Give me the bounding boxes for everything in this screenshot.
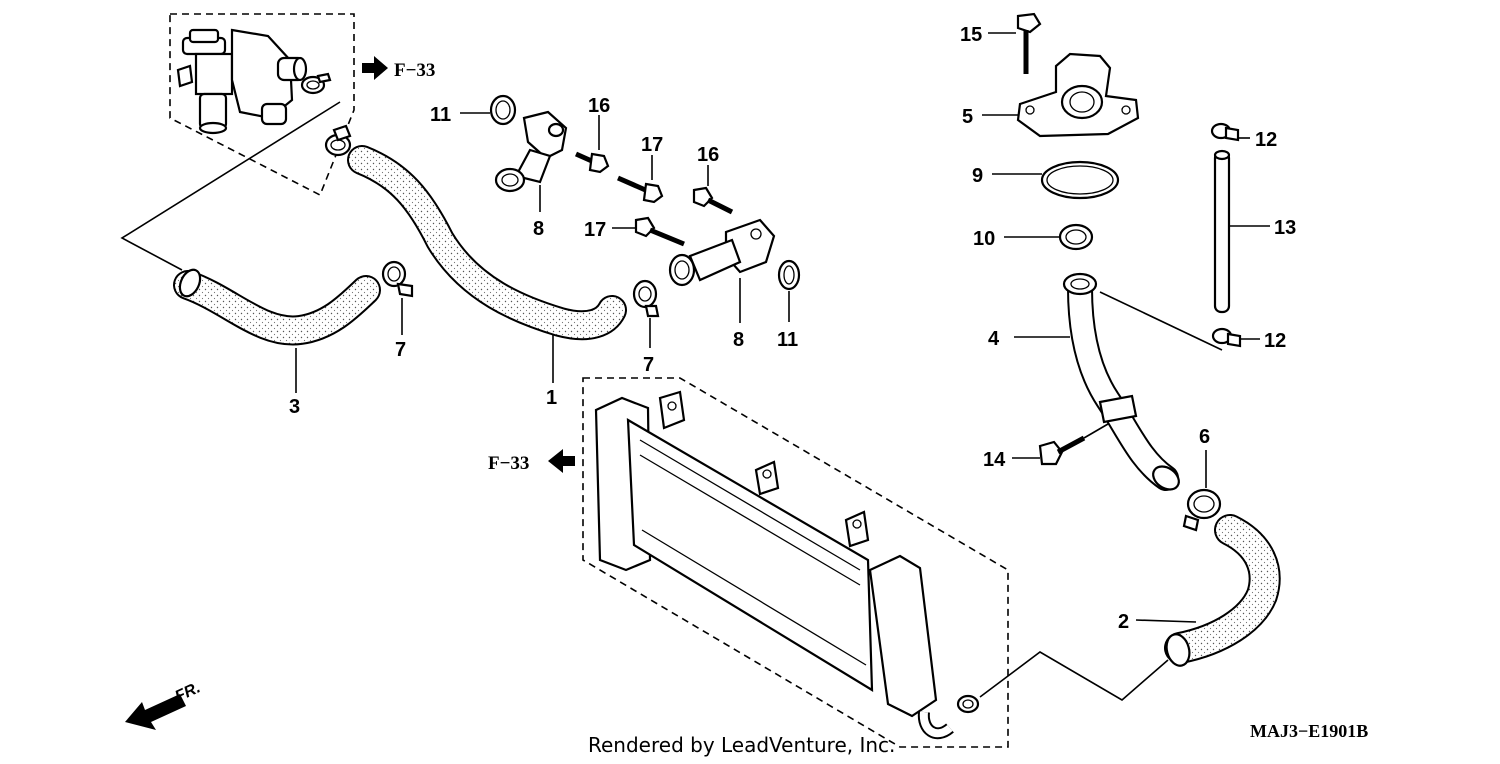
- filler-neck-group[interactable]: [169, 13, 355, 197]
- ref-arrow-mid: F−33: [488, 449, 575, 474]
- rendered-by-credit: Rendered by LeadVenture, Inc.: [588, 733, 895, 757]
- hose-1[interactable]: [347, 145, 627, 341]
- callout-7-left: 7: [395, 339, 406, 361]
- front-direction-arrow: FR.: [125, 679, 203, 730]
- callout-1: 1: [546, 387, 557, 409]
- callout-14: 14: [983, 449, 1006, 471]
- callout-8-lower: 8: [733, 329, 744, 351]
- callout-16-lower: 16: [697, 144, 719, 166]
- reference-label-top: F−33: [394, 60, 435, 81]
- callout-9: 9: [972, 165, 983, 187]
- hose-clamp-12-top[interactable]: [1210, 122, 1240, 142]
- callout-15: 15: [960, 24, 982, 46]
- o-ring-11-top[interactable]: [489, 94, 517, 126]
- callout-5: 5: [962, 106, 973, 128]
- callout-17-lower: 17: [584, 219, 606, 241]
- ref-arrow-top: F−33: [362, 56, 435, 81]
- callout-2: 2: [1118, 611, 1129, 633]
- callout-3: 3: [289, 396, 300, 418]
- gasket-9[interactable]: [1040, 160, 1120, 200]
- hose-clamp-7-left[interactable]: [381, 260, 414, 298]
- water-pipe-fitting-8-lower[interactable]: [668, 218, 776, 287]
- callout-8-upper: 8: [533, 218, 544, 240]
- hose-clamp-7-mid[interactable]: [632, 279, 660, 318]
- callout-12-top: 12: [1255, 129, 1277, 151]
- hose-clamp-6[interactable]: [1182, 488, 1222, 532]
- hose-clamp-12-bottom[interactable]: [1211, 327, 1242, 348]
- callout-16-upper: 16: [588, 95, 610, 117]
- callout-4: 4: [988, 328, 1000, 350]
- o-ring-11-right[interactable]: [777, 259, 801, 291]
- water-pipe-fitting-8-upper[interactable]: [494, 110, 568, 193]
- hose-2[interactable]: [1163, 514, 1281, 668]
- callout-10: 10: [973, 228, 995, 250]
- diagram-code: MAJ3−E1901B: [1250, 721, 1368, 741]
- callout-13: 13: [1274, 217, 1296, 239]
- bolt-17-lower[interactable]: [634, 216, 685, 247]
- hose-clamp-top[interactable]: [324, 124, 352, 157]
- reference-label-mid: F−33: [488, 453, 529, 474]
- bolt-16-upper[interactable]: [574, 151, 610, 174]
- callout-11-top: 11: [430, 104, 451, 126]
- breather-tube-13[interactable]: [1213, 149, 1231, 314]
- hose-3[interactable]: [173, 267, 381, 346]
- radiator-group[interactable]: [582, 377, 1009, 748]
- bolt-15[interactable]: [1016, 12, 1042, 74]
- callout-12-bottom: 12: [1264, 330, 1286, 352]
- bolt-14[interactable]: [1038, 435, 1086, 466]
- bolt-17-upper[interactable]: [616, 175, 664, 204]
- water-pipe-4[interactable]: [1062, 272, 1183, 494]
- callout-11-right: 11: [777, 329, 798, 351]
- bolt-16-lower[interactable]: [692, 186, 734, 215]
- thermostat-cover-5[interactable]: [1016, 52, 1140, 138]
- callout-17-upper: 17: [641, 134, 663, 156]
- callout-6: 6: [1199, 426, 1210, 448]
- callout-7-mid: 7: [643, 354, 654, 376]
- front-label: FR.: [173, 679, 204, 705]
- o-ring-10[interactable]: [1058, 223, 1094, 251]
